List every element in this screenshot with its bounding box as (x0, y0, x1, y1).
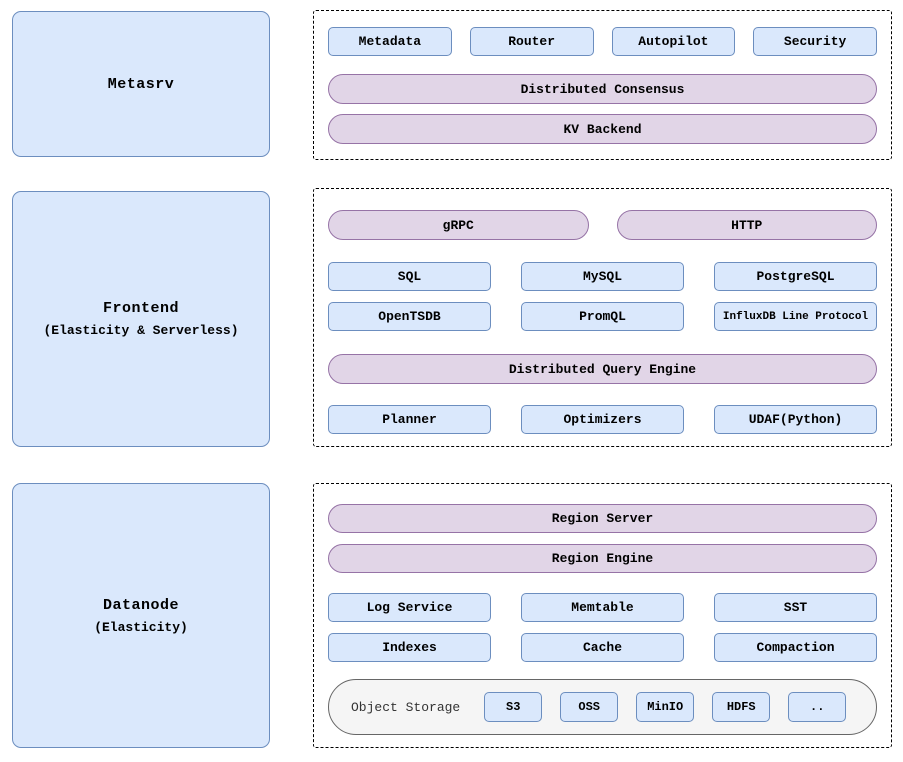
pill-region-engine: Region Engine (328, 544, 877, 573)
chip-minio: MinIO (636, 692, 695, 722)
object-storage-label: Object Storage (351, 699, 461, 715)
frontend-box: Frontend (Elasticity & Serverless) (12, 191, 270, 447)
frontend-subtitle: (Elasticity & Serverless) (43, 323, 239, 338)
chip-autopilot: Autopilot (611, 27, 736, 56)
chip-router: Router (469, 27, 594, 56)
object-storage-container: Object Storage S3 OSS MinIO HDFS .. (328, 679, 877, 735)
frontend-transport-row: gRPC HTTP (328, 210, 877, 240)
chip-sst: SST (714, 593, 877, 622)
chip-cache: Cache (521, 633, 684, 662)
chip-compaction: Compaction (714, 633, 877, 662)
chip-oss: OSS (560, 692, 619, 722)
chip-more-backends: .. (788, 692, 847, 722)
frontend-protocols-row2: OpenTSDB PromQL InfluxDB Line Protocol (328, 302, 877, 331)
chip-udaf-python: UDAF(Python) (714, 405, 877, 434)
chip-opentsdb: OpenTSDB (328, 302, 491, 331)
chip-security: Security (753, 27, 877, 56)
frontend-title: Frontend (102, 300, 179, 317)
datanode-components-row1: Log Service Memtable SST (328, 593, 877, 622)
chip-postgresql: PostgreSQL (714, 262, 877, 291)
frontend-panel: gRPC HTTP SQL MySQL PostgreSQL OpenTSDB … (313, 188, 892, 447)
chip-s3: S3 (484, 692, 543, 722)
datanode-box: Datanode (Elasticity) (12, 483, 270, 748)
metasrv-panel: Metadata Router Autopilot Security Distr… (313, 10, 892, 160)
metasrv-title: Metasrv (107, 75, 175, 93)
datanode-title: Datanode (102, 596, 179, 614)
chip-metadata: Metadata (328, 27, 452, 56)
datanode-panel: Region Server Region Engine Log Service … (313, 483, 892, 748)
frontend-protocols-row1: SQL MySQL PostgreSQL (328, 262, 877, 291)
pill-kv-backend: KV Backend (328, 114, 877, 144)
chip-indexes: Indexes (328, 633, 491, 662)
chip-influxdb-line-protocol: InfluxDB Line Protocol (714, 302, 877, 331)
chip-mysql: MySQL (521, 262, 684, 291)
pill-distributed-query-engine: Distributed Query Engine (328, 354, 877, 384)
frontend-engine-parts-row: Planner Optimizers UDAF(Python) (328, 405, 877, 434)
pill-region-server: Region Server (328, 504, 877, 533)
datanode-components-row2: Indexes Cache Compaction (328, 633, 877, 662)
chip-promql: PromQL (521, 302, 684, 331)
metasrv-box: Metasrv (12, 11, 270, 157)
chip-planner: Planner (328, 405, 491, 434)
chip-memtable: Memtable (521, 593, 684, 622)
datanode-subtitle: (Elasticity) (94, 619, 188, 635)
pill-grpc: gRPC (328, 210, 589, 240)
chip-optimizers: Optimizers (521, 405, 684, 434)
chip-log-service: Log Service (328, 593, 491, 622)
pill-distributed-consensus: Distributed Consensus (328, 74, 877, 104)
pill-http: HTTP (616, 210, 877, 240)
chip-hdfs: HDFS (712, 692, 771, 722)
metasrv-services-row: Metadata Router Autopilot Security (328, 27, 877, 56)
chip-sql: SQL (328, 262, 491, 291)
